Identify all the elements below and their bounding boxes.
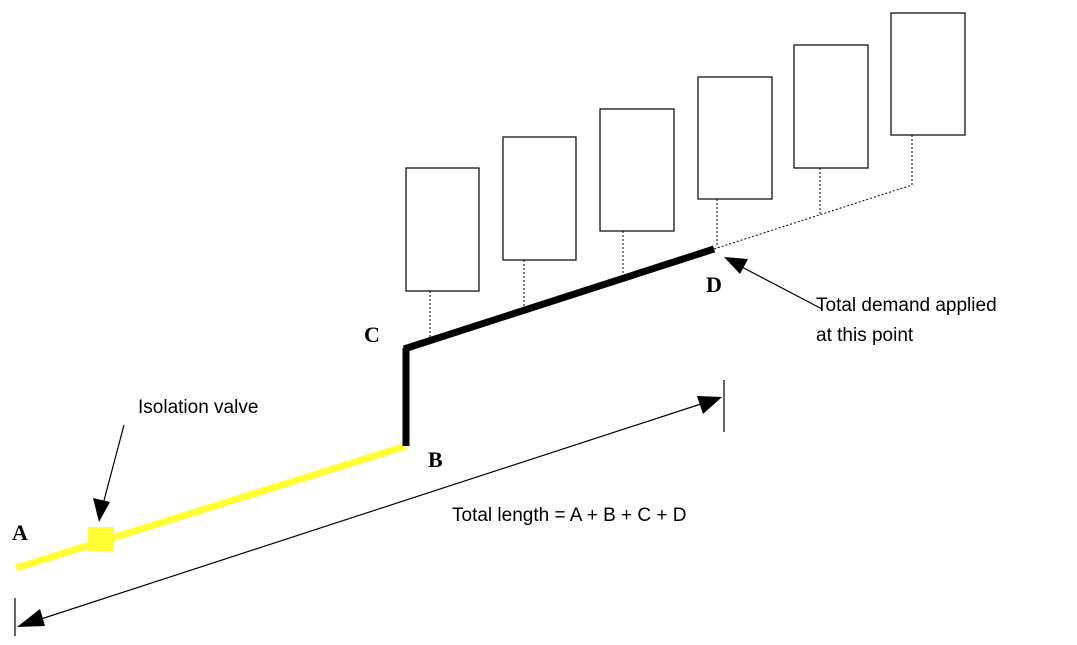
appliance-2 xyxy=(502,136,577,261)
total-demand-label-line1: Total demand applied xyxy=(816,295,997,316)
point-label-b: B xyxy=(428,447,443,472)
total-length-dimension xyxy=(14,380,725,636)
point-label-a: A xyxy=(12,520,28,545)
isolation-valve-label: Isolation valve xyxy=(138,397,258,418)
point-label-c: C xyxy=(364,322,380,347)
valve-pointer-line xyxy=(101,424,125,509)
appliances xyxy=(405,12,966,292)
total-demand-label-line2: at this point xyxy=(816,325,914,346)
appliance-1 xyxy=(405,167,480,292)
demand-pointer-arrowhead xyxy=(724,257,748,274)
demand-pointer-line xyxy=(737,264,823,310)
isolation-valve xyxy=(88,527,114,551)
appliance-3 xyxy=(599,108,675,232)
dotted-extension xyxy=(713,184,913,250)
supply-pipe-ab xyxy=(14,442,408,572)
appliance-drops xyxy=(429,135,913,340)
total-length-label: Total length = A + B + C + D xyxy=(452,505,687,526)
dimension-arrowhead-right xyxy=(697,396,722,414)
point-label-d: D xyxy=(706,272,722,297)
main-pipe-cd xyxy=(402,245,716,353)
appliance-5 xyxy=(793,44,869,169)
dimension-line xyxy=(37,402,705,621)
dimension-arrowhead-left xyxy=(17,609,45,627)
appliance-6 xyxy=(890,12,966,136)
valve-pointer-arrowhead xyxy=(93,498,110,522)
appliance-4 xyxy=(697,76,773,200)
